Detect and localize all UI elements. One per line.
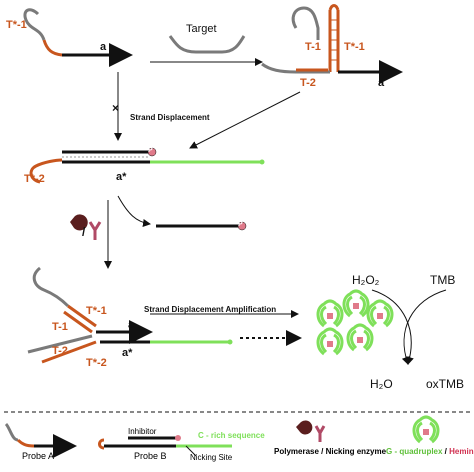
probe-b-duplex (29, 147, 265, 184)
label-h2o: H₂O (370, 377, 393, 391)
label-a-star-mid: a* (116, 171, 127, 183)
target-strand (168, 35, 246, 54)
label-a-bottom: a (128, 319, 135, 331)
label-t-2-top: T-2 (300, 77, 316, 89)
label-slash: / (82, 225, 86, 239)
three-way-junction (27, 266, 233, 364)
legend-inhibitor-label: Inhibitor (128, 427, 157, 436)
label-t-star-1-right: T*-1 (344, 41, 365, 53)
legend-gq-text: G - quadruplex (386, 447, 443, 456)
legend-gq-label: G - quadruplex / Hemin (386, 448, 474, 456)
label-t-star-2-mid: T*-2 (24, 173, 45, 185)
label-a-star-bottom: a* (122, 347, 133, 359)
legend-probe-b (98, 435, 232, 457)
legend-g-quadruplex (412, 415, 440, 444)
arrow-strand-displacement (189, 91, 301, 149)
label-a-top: a (100, 41, 107, 53)
legend-gq-slash: / (442, 447, 450, 456)
legend-nicking-site-label: Nicking Site (190, 453, 233, 462)
label-t-1-bottom: T-1 (52, 321, 68, 333)
probe-target-complex (261, 4, 403, 84)
label-strand-displacement: Strand Displacement (130, 113, 210, 122)
label-p-released: P (238, 221, 243, 228)
label-tmb: TMB (430, 273, 456, 287)
legend-polymerase-label: Polymerase / Nicking enzyme (274, 447, 387, 456)
legend-probe-b-label: Probe B (134, 451, 167, 461)
label-t-star-2-bottom: T*-2 (86, 357, 107, 369)
legend-c-rich-label: C - rich sequence (198, 431, 265, 440)
legend-hemin-text: Hemin (449, 447, 474, 456)
polymerase-icon (70, 214, 88, 231)
label-t-2-bottom: T-2 (52, 345, 68, 357)
probe-a-top (23, 8, 133, 67)
label-target: Target (186, 23, 217, 35)
reaction-arc-2 (401, 289, 447, 365)
label-a-right: a (378, 77, 385, 89)
label-t-star-1-top: T*-1 (6, 19, 27, 31)
reaction-arc-1 (371, 289, 414, 365)
nicking-enzyme-icon (88, 221, 102, 240)
cross-icon: × (112, 101, 120, 115)
g-quadruplex-cluster (316, 289, 394, 356)
legend-probe-a-label: Probe A (22, 451, 55, 461)
label-t-1-top: T-1 (305, 41, 321, 53)
label-h2o2: H₂O₂ (352, 273, 380, 287)
label-t-star-1-bottom: T*-1 (86, 305, 107, 317)
label-oxtmb: oxTMB (426, 377, 465, 391)
label-p-mid: P (148, 147, 153, 154)
legend-enzymes (296, 420, 326, 442)
label-sda: Strand Displacement Amplification (144, 305, 277, 314)
enzyme-step (70, 195, 247, 269)
legend-probe-a (4, 422, 77, 458)
